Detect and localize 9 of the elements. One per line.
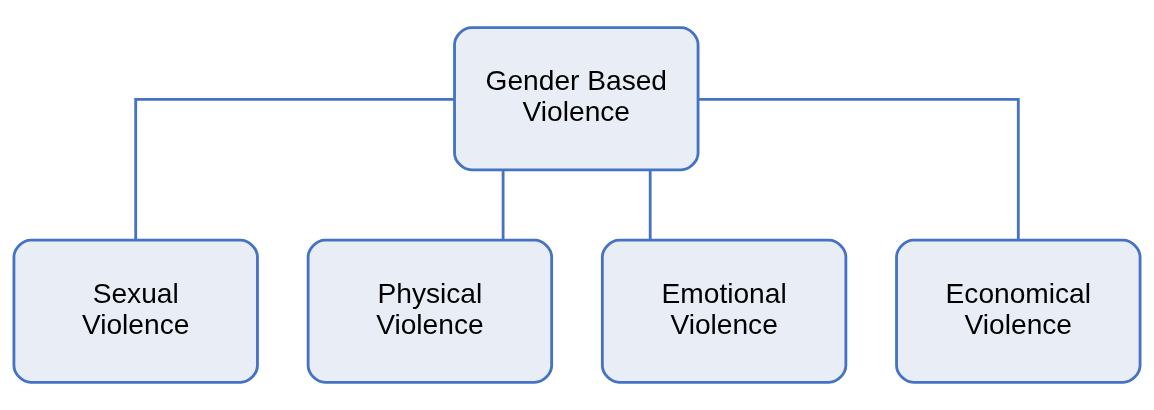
node-box: Economical Violence	[895, 238, 1142, 384]
node-box: Sexual Violence	[12, 238, 259, 384]
node-box: Physical Violence	[306, 238, 554, 384]
connector	[134, 98, 455, 241]
connector	[698, 98, 1020, 241]
connector	[648, 170, 652, 241]
node-box: Gender Based Violence	[453, 26, 700, 172]
node-box: Emotional Violence	[600, 238, 848, 384]
connector	[501, 170, 505, 241]
